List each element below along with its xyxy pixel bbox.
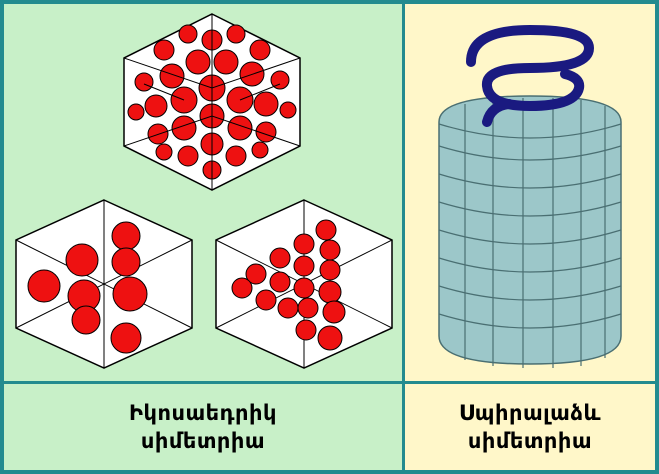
icosahedral-label-line1: Իկոսաեդրիկ <box>129 399 277 427</box>
column-divider <box>402 4 405 470</box>
icosahedral-panel <box>4 4 402 381</box>
icosahedral-label-line2: սիմետրիա <box>141 427 265 455</box>
helical-capsid-icon <box>439 96 621 368</box>
helical-panel <box>405 4 655 381</box>
helical-caption: Սպիրալաձև սիմետրիա <box>405 384 655 470</box>
helical-label-line1: Սպիրալաձև <box>459 399 601 427</box>
icosahedron-medium-capsomeres-icon <box>16 200 192 368</box>
icosahedral-caption: Իկոսաեդրիկ սիմետրիա <box>4 384 402 470</box>
helical-label-line2: սիմետրիա <box>468 427 592 455</box>
helical-illustration <box>405 4 655 381</box>
row-divider <box>4 381 655 384</box>
icosahedral-capsid-icon <box>124 14 300 190</box>
icosahedron-small-capsomeres-icon <box>216 200 392 368</box>
icosahedral-illustrations <box>4 4 402 381</box>
